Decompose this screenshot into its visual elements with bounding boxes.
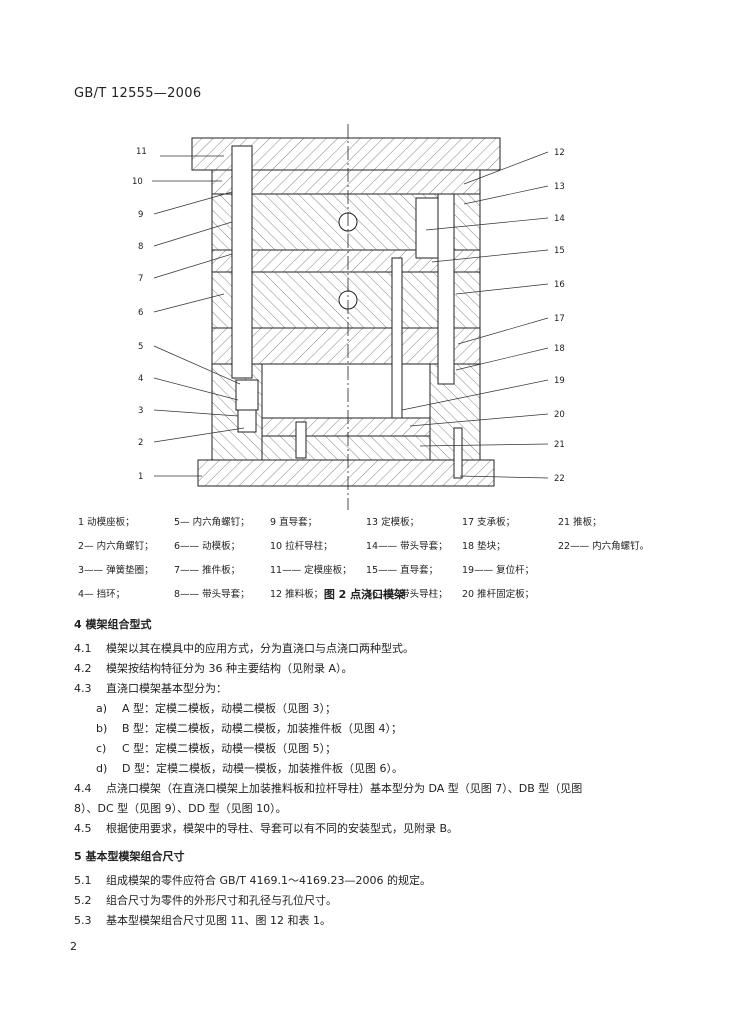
callout-14: 14 — [554, 214, 565, 224]
callout-18: 18 — [554, 344, 565, 354]
callout-13: 13 — [554, 182, 565, 192]
callout-3: 3 — [138, 406, 143, 416]
list-item: a)A 型：定模二模板，动模二模板（见图 3）； — [96, 702, 337, 715]
callout-2: 2 — [138, 438, 143, 448]
callout-19: 19 — [554, 376, 565, 386]
legend-row: 3—— 弹簧垫圈； 7—— 推件板； 11—— 定模座板； 15—— 直导套； … — [78, 565, 535, 576]
list-item: d)D 型：定模二模板，动模一模板，加装推件板（见图 6）。 — [96, 762, 403, 775]
callout-17: 17 — [554, 314, 565, 324]
section-5-title: 5 基本型模架组合尺寸 — [74, 850, 185, 863]
page-number: 2 — [70, 940, 77, 953]
callout-7: 7 — [138, 274, 143, 284]
callout-22: 22 — [554, 474, 565, 484]
callout-9: 9 — [138, 210, 143, 220]
callout-15: 15 — [554, 246, 565, 256]
callout-6: 6 — [138, 308, 143, 318]
list-item: b)B 型：定模二模板，动模二模板，加装推件板（见图 4）； — [96, 722, 403, 735]
legend-row: 2— 内六角螺钉； 6—— 动模板； 10 拉杆导柱； 14—— 带头导套； 1… — [78, 541, 650, 552]
callout-16: 16 — [554, 280, 565, 290]
callout-1: 1 — [138, 472, 143, 482]
callout-4: 4 — [138, 374, 143, 384]
parts-legend: 1 动模座板； 5— 内六角螺钉； 9 直导套； 13 定模板； 17 支承板；… — [78, 514, 688, 610]
legend-row: 1 动模座板； 5— 内六角螺钉； 9 直导套； 13 定模板； 17 支承板；… — [78, 517, 602, 528]
legend-row: 4— 挡环； 8—— 带头导套； 12 推料板； 16—— 带头导柱； 20 推… — [78, 589, 535, 600]
callout-8: 8 — [138, 242, 143, 252]
clause-4-4-continued: 8）、DC 型（见图 9）、DD 型（见图 10）。 — [74, 802, 287, 815]
callout-10: 10 — [132, 177, 143, 187]
callout-21: 21 — [554, 440, 565, 450]
list-item: c)C 型：定模二模板，动模一模板（见图 5）； — [96, 742, 337, 755]
callout-5: 5 — [138, 342, 143, 352]
callout-11: 11 — [136, 147, 147, 157]
figure-caption: 图 2 点浇口模架 — [323, 588, 406, 601]
section-4-title: 4 模架组合型式 — [74, 618, 152, 631]
standard-number: GB/T 12555—2006 — [74, 86, 202, 101]
mold-base-drawing: 11 10 9 8 7 6 5 4 3 2 1 12 — [120, 118, 600, 518]
callout-12: 12 — [554, 148, 565, 158]
callout-20: 20 — [554, 410, 565, 420]
